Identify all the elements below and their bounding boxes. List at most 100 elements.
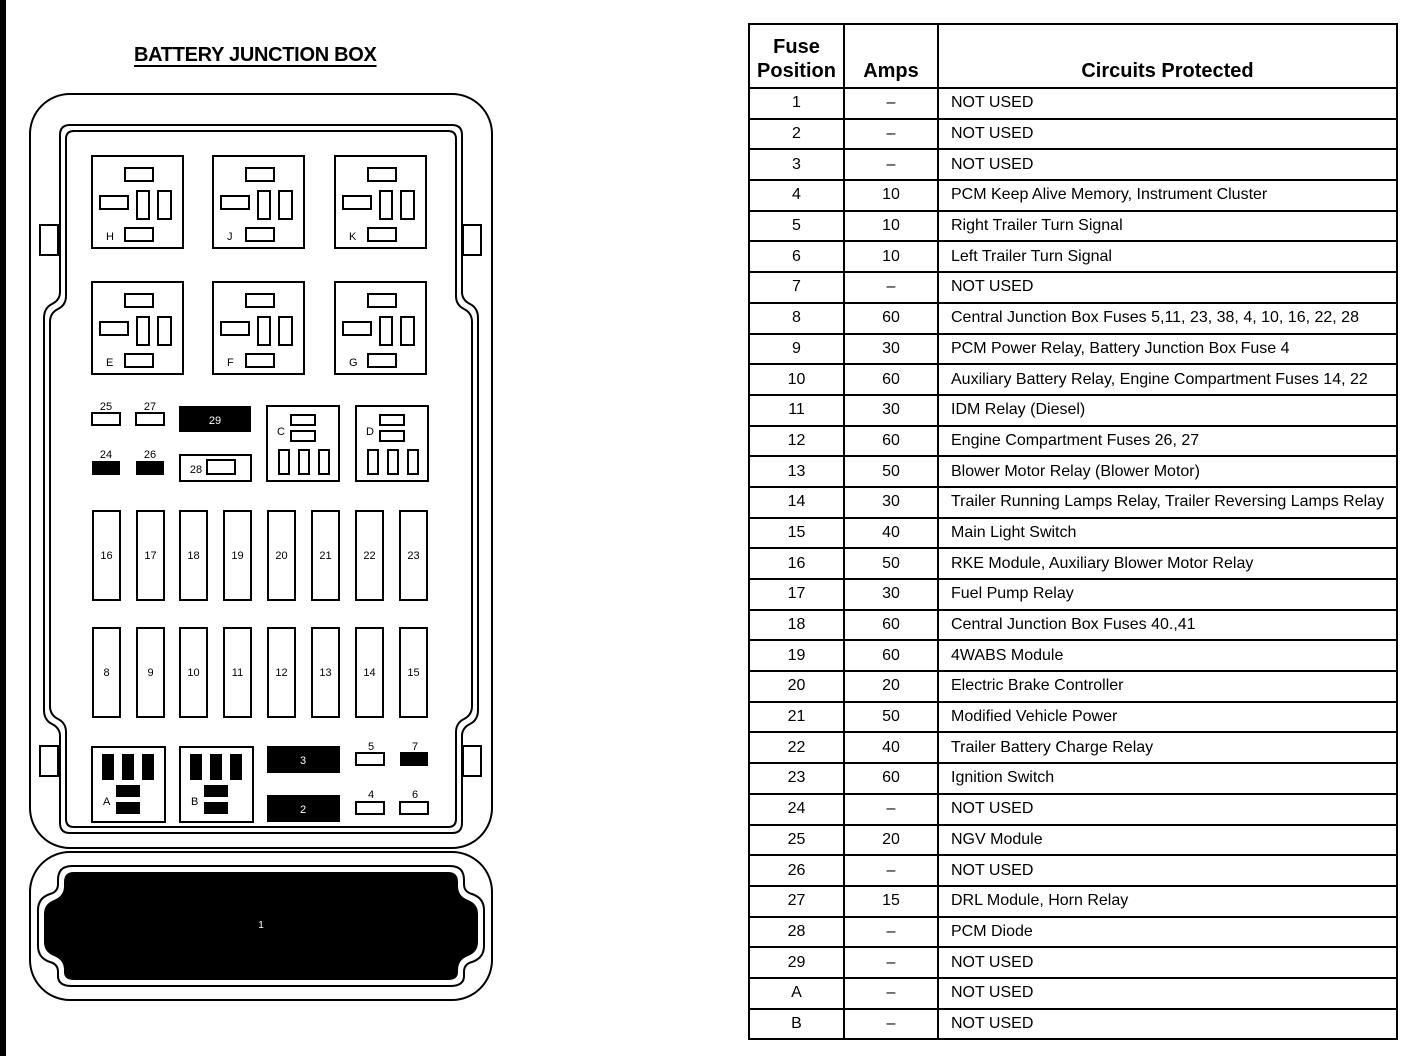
fuse-22[interactable]: 22 [355,510,384,601]
fuse-15[interactable]: 15 [399,627,428,718]
circuits-cell: NOT USED [937,148,1398,182]
fuse-17[interactable]: 17 [136,510,165,601]
fuse-position-cell: 13 [748,455,845,488]
amps-cell: – [843,1007,939,1041]
fuse-position-cell: 17 [748,578,845,611]
relay-g[interactable]: G [334,281,427,375]
circuits-cell: NOT USED [937,87,1398,120]
fuse-9[interactable]: 9 [136,627,165,718]
relay-label: A [103,796,111,808]
inner-panel-outline [43,124,479,834]
amps-cell: 40 [843,516,939,550]
fuse-label: 22 [363,550,375,562]
fuse-7[interactable] [400,752,428,766]
relay-terminal [204,802,228,814]
circuits-cell: NOT USED [937,854,1398,887]
fuse-20[interactable]: 20 [267,510,296,601]
lower-housing-outline [29,851,493,1001]
maxi-fuse-1[interactable] [44,872,478,980]
amps-cell: 30 [843,485,939,519]
fuse-24[interactable] [92,461,120,475]
relay-terminal [342,195,372,210]
relay-terminal [245,167,275,182]
fuse-position-cell: 5 [748,209,845,243]
amps-cell: – [843,854,939,887]
relay-terminal [157,316,172,346]
fuse-5[interactable] [355,752,385,766]
relay-a[interactable]: A [91,746,166,823]
fuse-18[interactable]: 18 [179,510,208,601]
relay-j[interactable]: J [212,155,305,249]
fuse-27[interactable] [135,412,165,426]
relay-terminal [204,785,228,797]
fuse-position-cell: 9 [748,332,845,366]
relay-terminal [290,430,316,442]
circuits-cell: PCM Keep Alive Memory, Instrument Cluste… [937,179,1398,212]
fuse-14[interactable]: 14 [355,627,384,718]
relay-terminal [124,227,154,242]
relay-terminal [257,190,271,220]
relay-k[interactable]: K [334,155,427,249]
fuse-6[interactable] [399,801,429,815]
fuse-25[interactable] [91,412,121,426]
relay-terminal [124,167,154,182]
fuse-4-label: 4 [368,789,374,801]
relay-terminal [210,754,222,780]
side-tab [462,224,482,256]
amps-cell: – [843,976,939,1010]
amps-cell: – [843,792,939,826]
fuse-position-cell: B [748,1007,845,1041]
side-tab [39,745,59,777]
relay-f[interactable]: F [212,281,305,375]
relay-terminal [367,449,379,475]
relay-d[interactable]: D [355,405,429,482]
fuse-position-cell: 24 [748,792,845,826]
circuits-cell: NGV Module [937,823,1398,857]
fuse-4[interactable] [355,801,385,815]
side-tab [462,745,482,777]
fuse-2[interactable] [267,795,340,822]
amps-cell: 20 [843,823,939,857]
amps-cell: 15 [843,884,939,918]
table-row: 2–NOT USED [748,117,1398,151]
fuse-body [179,627,208,718]
relay-c[interactable]: C [266,405,340,482]
fuse-16[interactable]: 16 [92,510,121,601]
table-row: 28–PCM Diode [748,915,1398,949]
fuse-10[interactable]: 10 [179,627,208,718]
circuits-cell: Main Light Switch [937,516,1398,550]
fuse-28[interactable] [206,459,236,475]
fuse-body [179,510,208,601]
circuits-cell: NOT USED [937,1007,1398,1041]
fuse-13[interactable]: 13 [311,627,340,718]
fuse-26[interactable] [136,461,164,475]
fuse-12[interactable]: 12 [267,627,296,718]
relay-b[interactable]: B [179,746,254,823]
circuits-cell: Central Junction Box Fuses 5,11, 23, 38,… [937,301,1398,335]
fuse-position-cell: A [748,976,845,1010]
relay-terminal [142,754,154,780]
fuse-position-cell: 11 [748,393,845,427]
fuse-23[interactable]: 23 [399,510,428,601]
fuse-8[interactable]: 8 [92,627,121,718]
relay-terminal [257,316,271,346]
fuse-body [92,510,121,601]
fuse-position-cell: 16 [748,547,845,580]
fuse-19[interactable]: 19 [223,510,252,601]
fuse-21[interactable]: 21 [311,510,340,601]
relay-terminal [245,293,275,308]
relay-terminal [367,227,397,242]
relay-h[interactable]: H [91,155,184,249]
page-edge-bar [0,0,6,1056]
circuits-cell: Blower Motor Relay (Blower Motor) [937,455,1398,488]
fuse-29[interactable] [179,406,251,432]
relay-e[interactable]: E [91,281,184,375]
fuse-body [355,627,384,718]
relay-terminal [220,195,250,210]
fuse-11[interactable]: 11 [223,627,252,718]
fuse-3[interactable] [267,746,340,773]
